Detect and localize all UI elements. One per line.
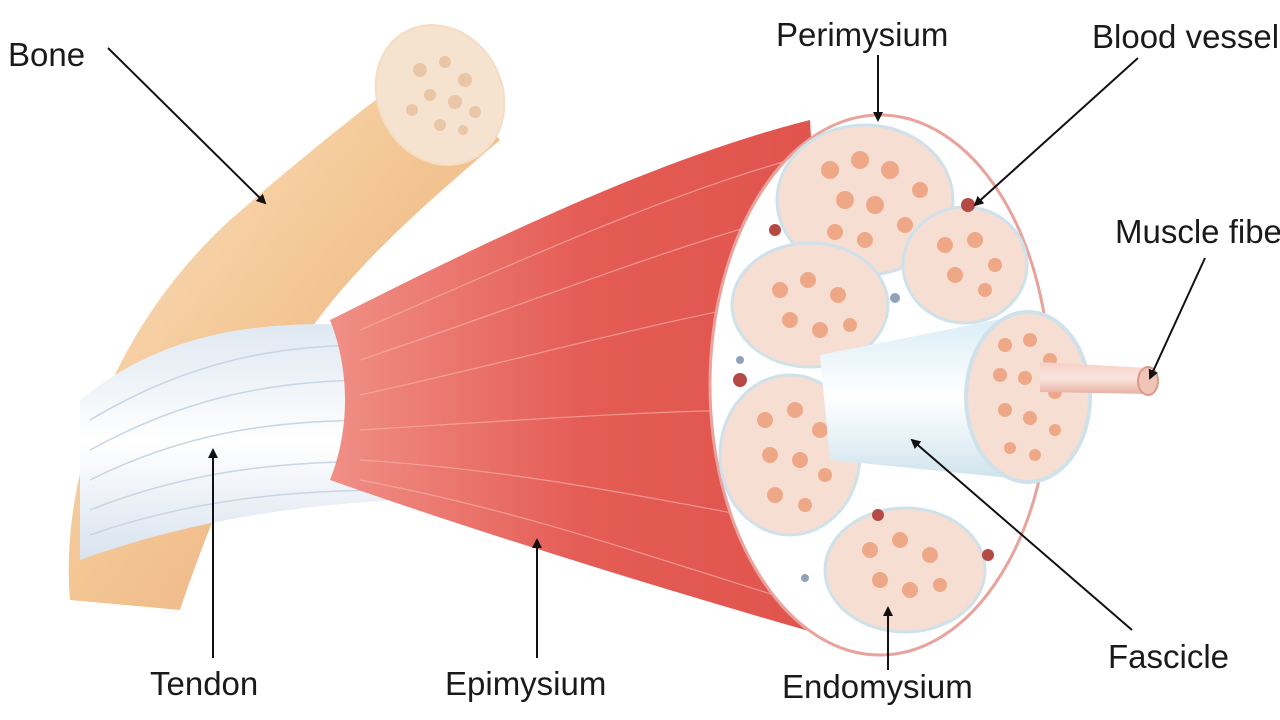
bone-arrow — [107, 47, 267, 205]
label-muscle-fiber: Muscle fiber — [1115, 213, 1280, 250]
label-endomysium: Endomysium — [782, 668, 973, 705]
blood-vessel-arrow — [973, 57, 1139, 207]
muscle-fiber-arrow — [1148, 257, 1206, 380]
label-blood-vessel: Blood vessel — [1092, 18, 1280, 55]
label-epimysium: Epimysium — [445, 665, 607, 702]
muscle-belly — [330, 120, 840, 640]
label-fascicle: Fascicle — [1108, 638, 1230, 675]
label-bone: Bone — [8, 36, 86, 73]
fascicle-cylinder — [820, 310, 1092, 484]
label-perimysium: Perimysium — [776, 16, 949, 53]
muscle-fiber-cylinder — [1040, 362, 1159, 396]
label-tendon: Tendon — [150, 665, 259, 702]
fascicle-arrow — [910, 438, 1133, 631]
